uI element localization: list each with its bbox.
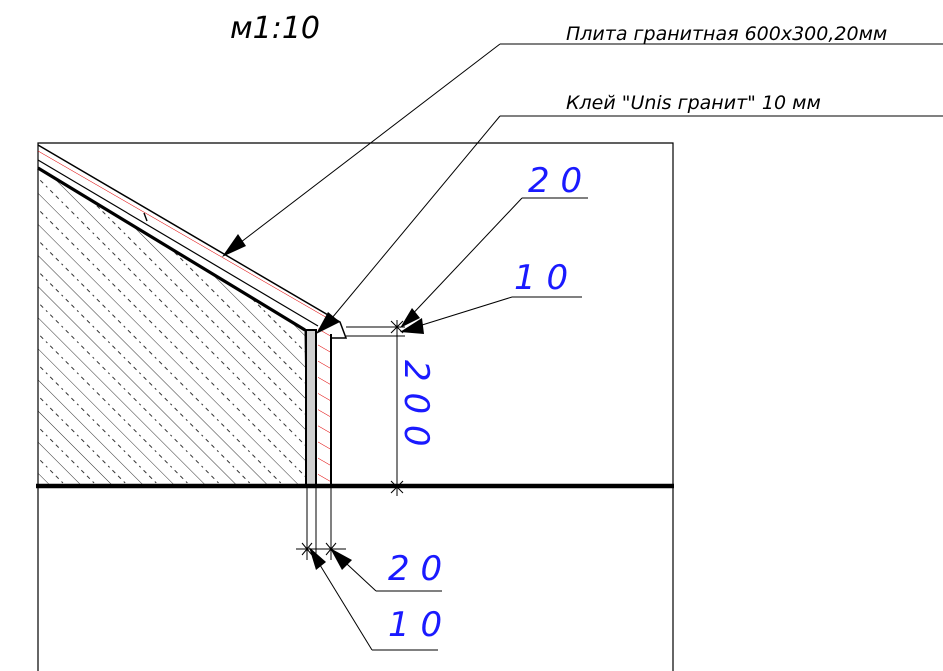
slab-upper-edge — [37, 144, 348, 339]
adhesive-slope — [38, 150, 338, 328]
leader-top20-arrow — [400, 308, 420, 328]
bottom-tick-1 — [301, 542, 313, 556]
concrete-body — [37, 167, 308, 487]
dim-top-10-text: 1 0 — [514, 258, 568, 298]
leader-glue-arrow — [316, 312, 340, 334]
leader-slab-line — [227, 43, 501, 253]
slab-joint-mark — [143, 212, 148, 222]
leader-bottom10-line — [311, 551, 373, 651]
leader-bottom20-arrow — [330, 548, 352, 570]
adhesive-vertical — [318, 328, 332, 486]
scale-label: м1:10 — [230, 11, 320, 46]
leader-top10-line — [405, 296, 513, 331]
slab-middle-line — [37, 159, 319, 327]
leader-slab-arrow — [222, 234, 246, 257]
dim-tick-bottom — [390, 480, 404, 494]
leader-top10-arrow — [400, 318, 424, 334]
slab-callout-text: Плита гранитная 600х300,20мм — [566, 23, 887, 45]
dim-tick-top — [390, 320, 404, 334]
dim-top-20-text: 2 0 — [528, 161, 582, 201]
leader-top20-line — [404, 197, 523, 323]
leader-bottom10-arrow — [309, 547, 326, 570]
glue-callout-text: Клей "Unis гранит" 10 мм — [566, 92, 821, 114]
dim-bottom-10-text: 1 0 — [388, 605, 442, 645]
leader-glue-line — [321, 115, 501, 331]
dim-bottom-20-text: 2 0 — [388, 549, 442, 589]
slab-lower-edge — [37, 166, 306, 332]
dim-200-text: 2 0 0 — [396, 360, 436, 447]
vertical-plate — [305, 329, 317, 487]
